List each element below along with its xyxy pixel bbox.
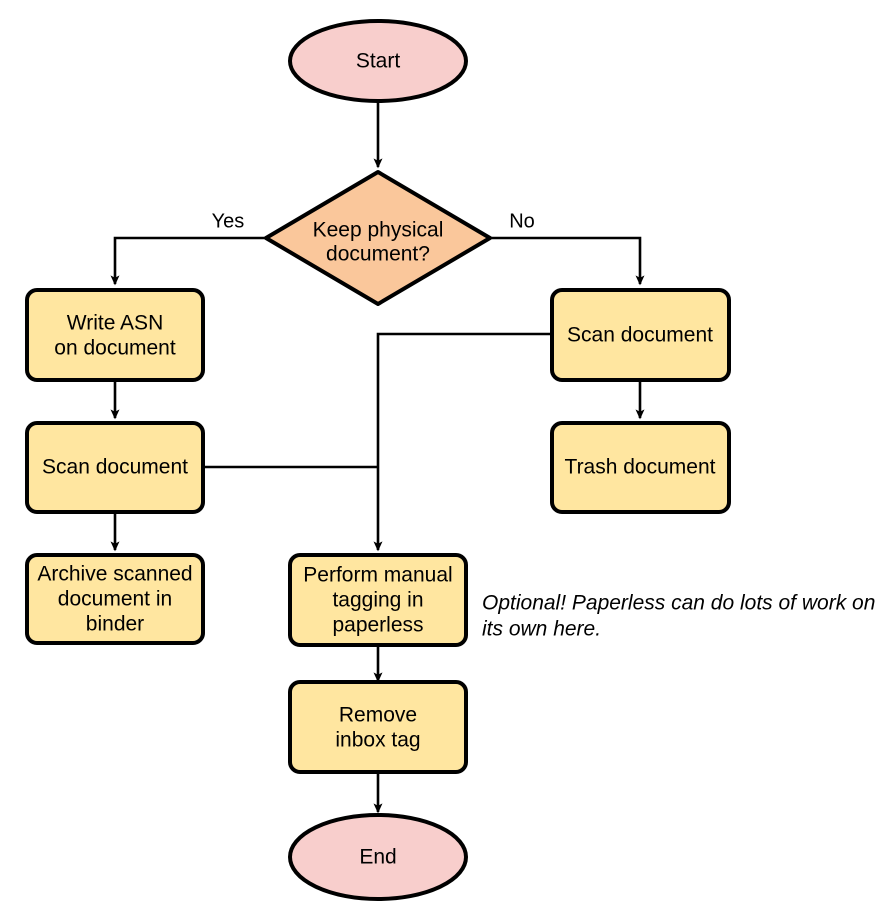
node-start[interactable]: Start [288, 19, 468, 103]
scan-left-label: Scan document [42, 456, 188, 479]
decision-label-line2: document? [326, 243, 430, 266]
remove-inbox-label-line1: Remove [339, 704, 417, 727]
manual-tagging-box [288, 553, 468, 647]
end-label: End [359, 846, 396, 869]
trash-box [550, 421, 731, 514]
node-scan-document-left[interactable]: Scan document [25, 421, 205, 514]
write-asn-label-line2: on document [54, 337, 176, 360]
write-asn-box [25, 288, 205, 382]
remove-inbox-label-line2: inbox tag [335, 729, 420, 752]
edge-label-yes: Yes [212, 210, 245, 232]
annotation-optional-note: Optional! Paperless can do lots of work … [482, 592, 875, 641]
decision-label-line1: Keep physical [313, 219, 444, 242]
optional-note-line2: its own here. [482, 618, 601, 641]
manual-tagging-label-line2: tagging in [332, 589, 423, 612]
node-perform-manual-tagging[interactable]: Perform manual tagging in paperless [288, 553, 468, 647]
write-asn-label-line1: Write ASN [67, 312, 163, 335]
node-trash-document[interactable]: Trash document [550, 421, 731, 514]
edge-scan-right-to-manual-tagging [373, 332, 552, 552]
node-end[interactable]: End [288, 813, 468, 901]
node-remove-inbox-tag[interactable]: Remove inbox tag [288, 680, 468, 774]
edge-decision-yes-to-write-asn [110, 236, 266, 286]
scan-left-box [25, 421, 205, 514]
edge-decision-no-to-scan-right [490, 236, 645, 286]
archive-label-line2: document in [58, 588, 172, 611]
end-ellipse [288, 813, 468, 901]
scan-right-label: Scan document [567, 324, 713, 347]
node-write-asn-on-document[interactable]: Write ASN on document [25, 288, 205, 382]
edge-label-no: No [509, 210, 535, 232]
decision-diamond [264, 170, 492, 306]
node-decision-keep-physical-document[interactable]: Keep physical document? [264, 170, 492, 306]
node-archive-scanned-document[interactable]: Archive scanned document in binder [25, 553, 205, 645]
scan-right-box [550, 288, 731, 382]
manual-tagging-label-line1: Perform manual [303, 564, 452, 587]
archive-label-line3: binder [86, 613, 144, 636]
node-scan-document-right[interactable]: Scan document [550, 288, 731, 382]
trash-label: Trash document [565, 456, 716, 479]
optional-note-line1: Optional! Paperless can do lots of work … [482, 592, 875, 615]
start-ellipse [288, 19, 468, 103]
remove-inbox-box [288, 680, 468, 774]
archive-box [25, 553, 205, 645]
archive-label-line1: Archive scanned [37, 563, 192, 586]
manual-tagging-label-line3: paperless [332, 614, 423, 637]
start-label: Start [356, 50, 401, 73]
